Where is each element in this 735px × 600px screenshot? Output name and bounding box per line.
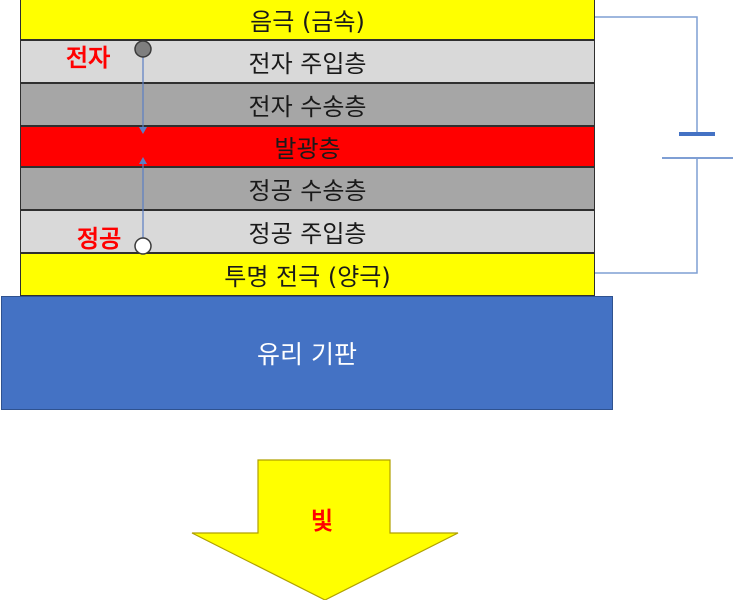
hole-transport-layer: 정공 수송층 bbox=[20, 167, 595, 210]
circuit-wire bbox=[595, 16, 698, 134]
hole-injection-label: 정공 주입층 bbox=[248, 220, 367, 248]
glass-substrate: 유리 기판 bbox=[1, 296, 613, 410]
hole-label: 정공 bbox=[77, 225, 122, 253]
electron-injection-layer: 전자 주입층 bbox=[20, 40, 595, 83]
hole-injection-layer: 정공 주입층 bbox=[20, 210, 595, 253]
cathode-label: 음극 (금속) bbox=[250, 7, 365, 36]
electron-label: 전자 bbox=[66, 44, 111, 72]
anode-label: 투명 전극 (양극) bbox=[224, 263, 391, 291]
hole-particle bbox=[134, 237, 152, 255]
hole-transport-label: 정공 수송층 bbox=[248, 177, 367, 205]
cathode-layer: 음극 (금속) bbox=[20, 0, 595, 40]
hole-arrowhead bbox=[139, 157, 147, 164]
light-arrow bbox=[191, 459, 459, 600]
electron-transport-layer: 전자 수송층 bbox=[20, 83, 595, 126]
electron-arrowhead bbox=[139, 127, 147, 134]
emissive-layer: 발광층 bbox=[20, 126, 595, 167]
electron-transport-label: 전자 수송층 bbox=[248, 93, 367, 121]
electron-particle bbox=[134, 40, 152, 58]
anode-layer: 투명 전극 (양극) bbox=[20, 253, 595, 296]
circuit-wire-lower bbox=[595, 158, 698, 274]
light-label: 빛 bbox=[311, 507, 334, 535]
substrate-label: 유리 기판 bbox=[257, 340, 357, 369]
emissive-label: 발광층 bbox=[274, 135, 341, 163]
electron-injection-label: 전자 주입층 bbox=[248, 50, 367, 78]
